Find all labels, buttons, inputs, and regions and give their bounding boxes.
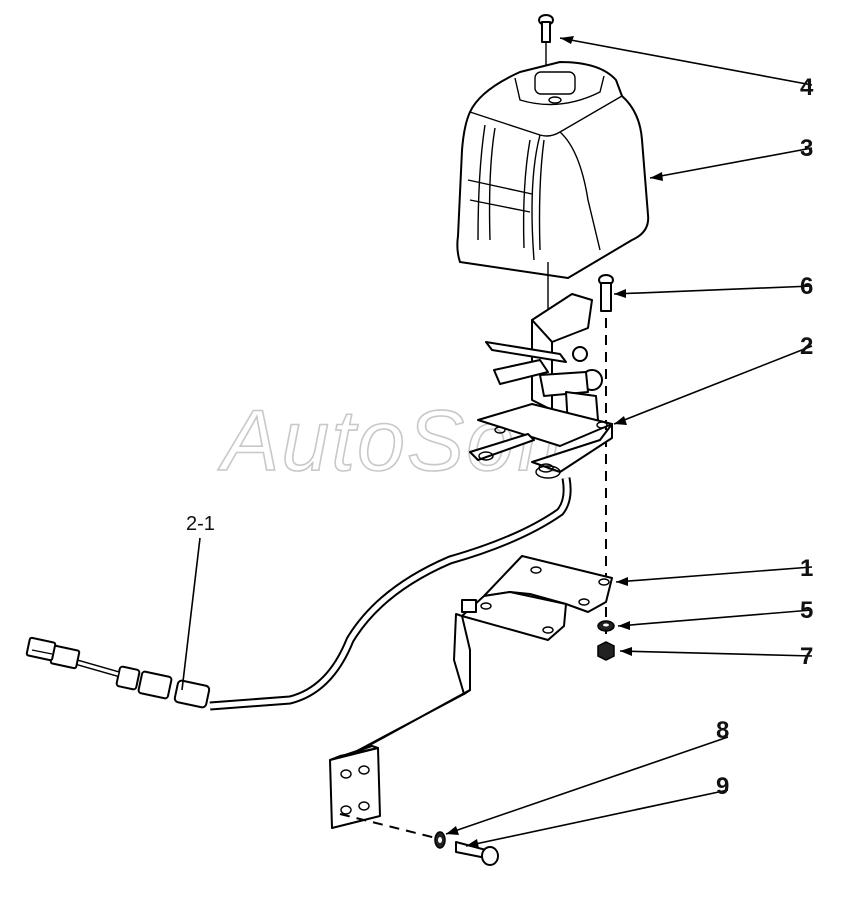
- callout-3: 3: [800, 135, 813, 162]
- callout-7: 7: [800, 643, 813, 670]
- part-4-screw: [538, 14, 554, 43]
- part-1-mounting-bracket: [329, 555, 613, 829]
- part-5-washer: [597, 620, 615, 632]
- callout-6: 6: [800, 273, 813, 300]
- part-8-washer: [434, 831, 446, 849]
- part-2-switch-assembly: [469, 293, 613, 479]
- part-7-nut: [597, 641, 615, 661]
- callout-2: 2: [800, 333, 813, 360]
- part-6-bolt: [598, 274, 614, 312]
- callout-5: 5: [800, 597, 813, 624]
- leader-lines: [181, 36, 813, 848]
- callout-8: 8: [716, 717, 729, 744]
- callout-2-1: 2-1: [186, 513, 215, 535]
- callout-4: 4: [800, 74, 814, 101]
- part-2-1-wire-harness: [25, 477, 572, 711]
- part-9-bolt: [455, 841, 499, 866]
- callout-1: 1: [800, 555, 813, 582]
- part-3-cover: [456, 61, 650, 279]
- callout-9: 9: [716, 773, 729, 800]
